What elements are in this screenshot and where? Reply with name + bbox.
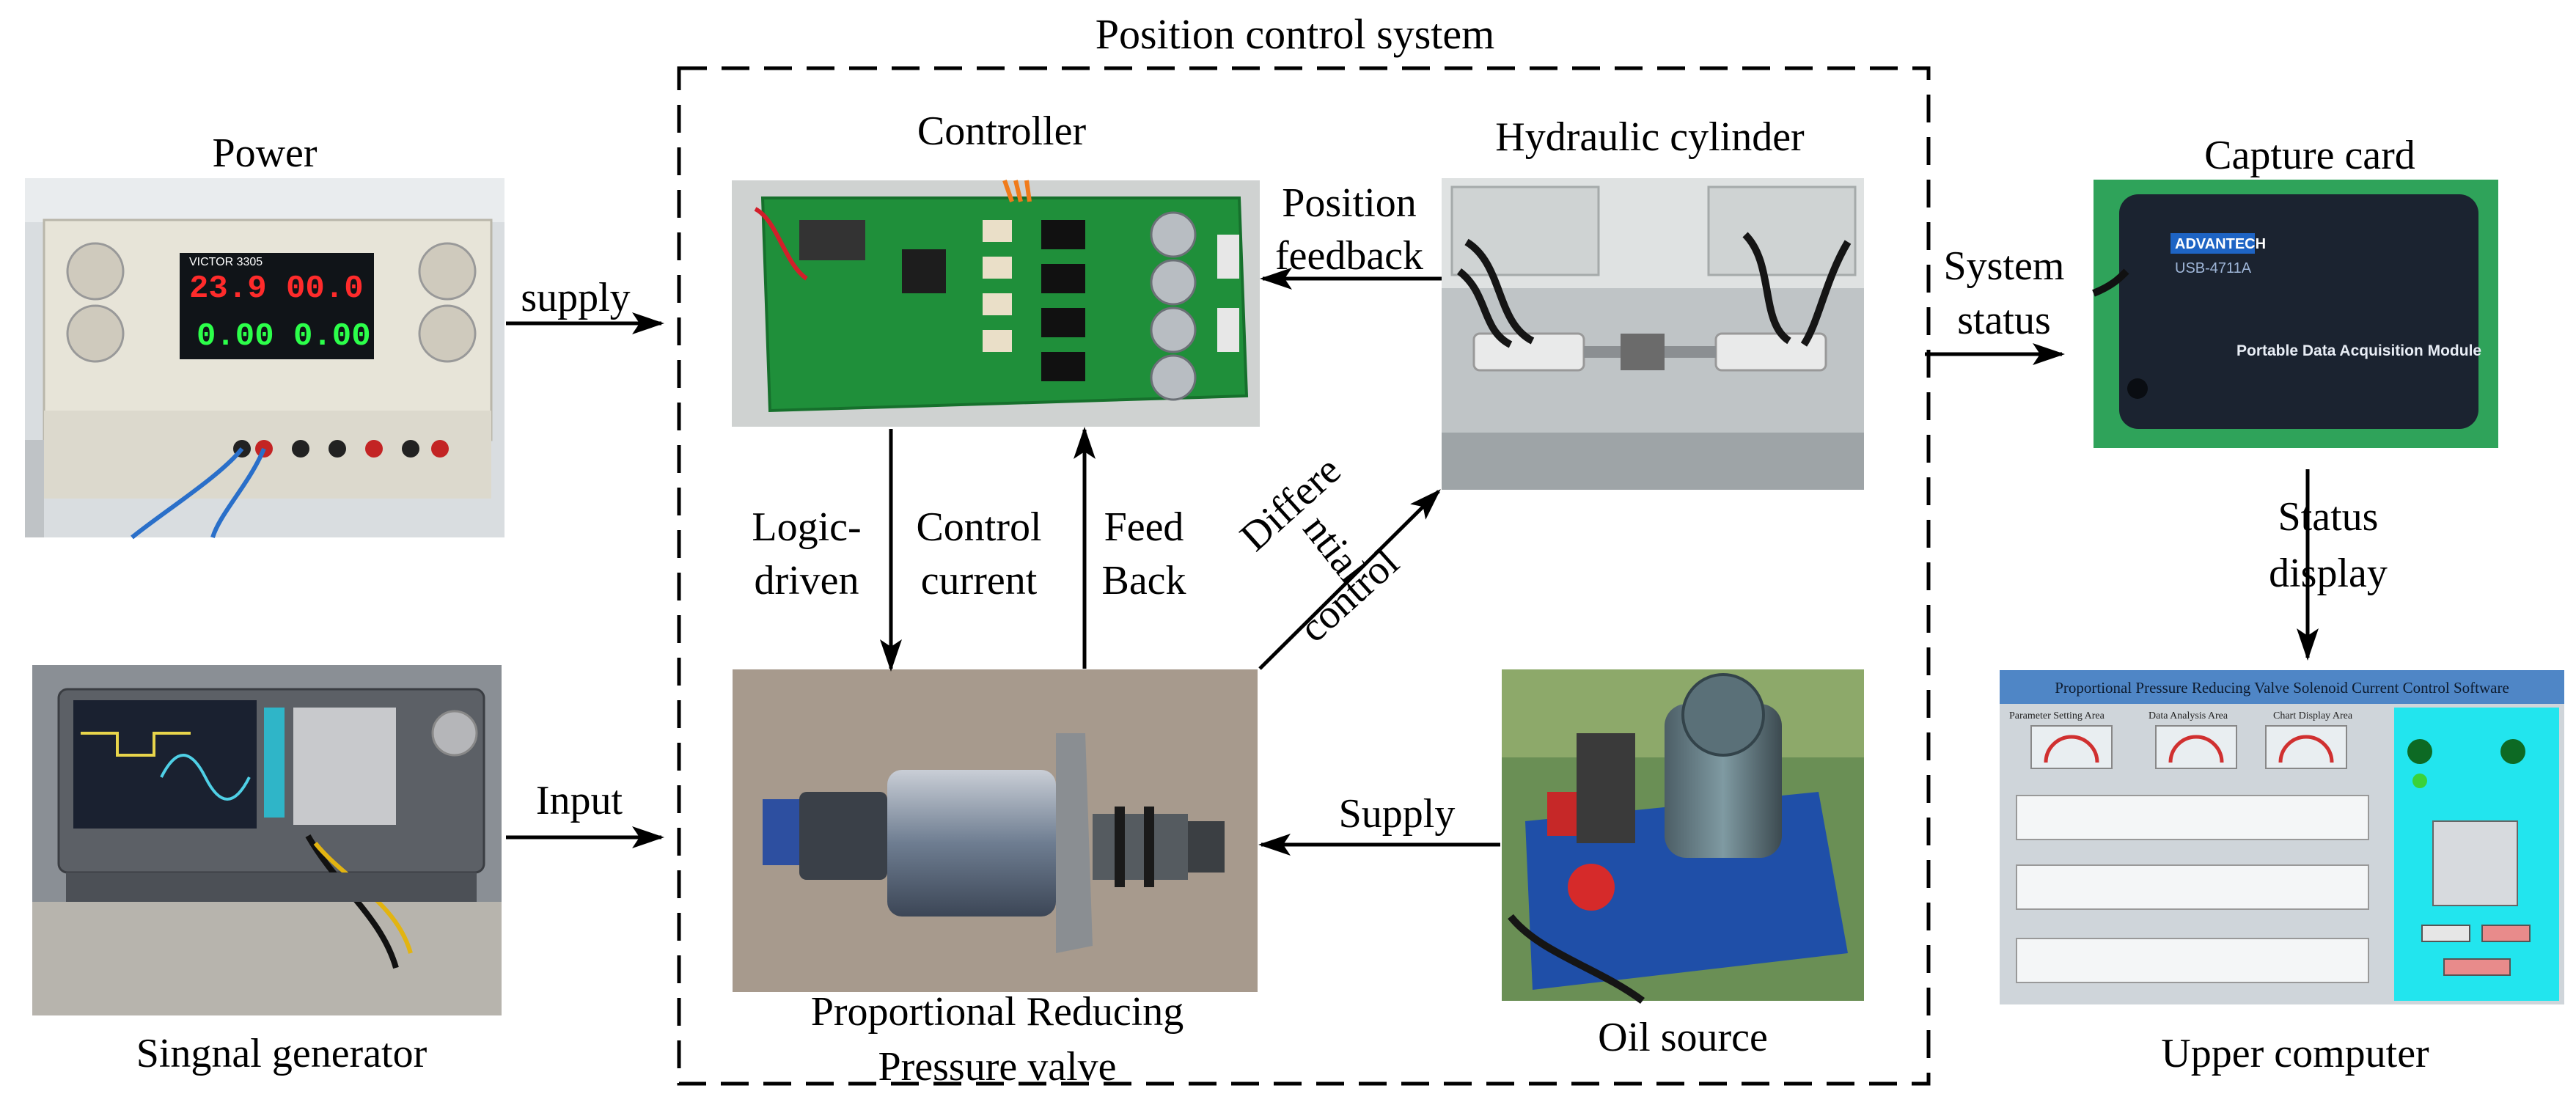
label-control-current-1: Control (916, 504, 1042, 550)
label-control-current-2: current (920, 558, 1038, 603)
label-status-display-2: display (2269, 551, 2388, 596)
hydraulic-cylinder-photo (1442, 178, 1864, 490)
controller-pcb-photo (732, 180, 1260, 427)
power-display-bottom-right: 0.00 (293, 318, 371, 355)
software-title: Proportional Pressure Reducing Valve Sol… (2055, 679, 2509, 697)
label-upper-computer: Upper computer (2161, 1031, 2429, 1076)
label-feed-back-2: Back (1101, 558, 1186, 603)
label-position-feedback-2: feedback (1274, 233, 1424, 279)
system-boundary (677, 66, 1931, 1086)
signal-generator-photo (32, 665, 502, 1015)
label-input: Input (535, 778, 623, 823)
label-oil-source: Oil source (1598, 1015, 1768, 1060)
label-status-display-1: Status (2278, 494, 2379, 540)
label-supply-power: supply (521, 275, 631, 320)
label-controller: Controller (917, 109, 1087, 154)
software-screenshot: Proportional Pressure Reducing Valve Sol… (2000, 670, 2564, 1004)
capture-caption-text: Portable Data Acquisition Module (2236, 342, 2481, 359)
software-tab-2: Data Analysis Area (2148, 710, 2228, 721)
current-knob-left (66, 304, 125, 363)
power-display-top-left: 23.9 (189, 271, 267, 307)
software-tab-3: Chart Display Area (2273, 710, 2353, 721)
valve-solenoid-body (887, 770, 1056, 917)
label-supply-oil: Supply (1338, 791, 1456, 837)
power-display-bottom-left: 0.00 (197, 318, 274, 355)
arrow-differential-control (1258, 489, 1441, 670)
valve-photo (733, 669, 1258, 992)
label-feed-back-1: Feed (1104, 504, 1184, 550)
label-valve-line1: Proportional Reducing (810, 989, 1184, 1035)
label-hydraulic-cylinder: Hydraulic cylinder (1495, 114, 1805, 160)
voltage-knob-left (66, 242, 125, 301)
label-logic-driven-2: driven (754, 558, 859, 603)
power-display-top-right: 00.0 (286, 271, 364, 307)
capture-model-text: USB-4711A (2175, 260, 2252, 276)
capture-card-photo: ADVANTECH USB-4711A Portable Data Acquis… (2092, 180, 2498, 448)
label-logic-driven-1: Logic- (752, 504, 862, 550)
oil-valve-handle (1568, 864, 1615, 911)
voltage-knob-right (418, 242, 477, 301)
arrows (506, 268, 2319, 856)
label-capture-card: Capture card (2204, 133, 2415, 178)
label-valve-line2: Pressure valve (878, 1044, 1117, 1090)
label-position-feedback-1: Position (1282, 180, 1417, 226)
controller-chip (902, 249, 946, 293)
label-power: Power (212, 131, 318, 176)
label-system-status-1: System (1943, 243, 2065, 289)
signal-generator-screen (73, 700, 257, 829)
label-system-status-2: status (1957, 298, 2051, 343)
system-title: Position control system (1095, 10, 1495, 58)
power-supply-photo: VICTOR 3305 23.9 00.0 0.00 0.00 (25, 178, 504, 540)
power-display-panel (180, 253, 374, 359)
oil-source-photo (1502, 669, 1864, 1004)
capture-brand-text: ADVANTECH (2175, 236, 2266, 252)
software-header (2000, 670, 2564, 704)
power-brand-text: VICTOR 3305 (189, 256, 263, 268)
label-signal-generator: Singnal generator (136, 1031, 428, 1076)
current-knob-right (418, 304, 477, 363)
software-tab-1: Parameter Setting Area (2009, 710, 2105, 721)
